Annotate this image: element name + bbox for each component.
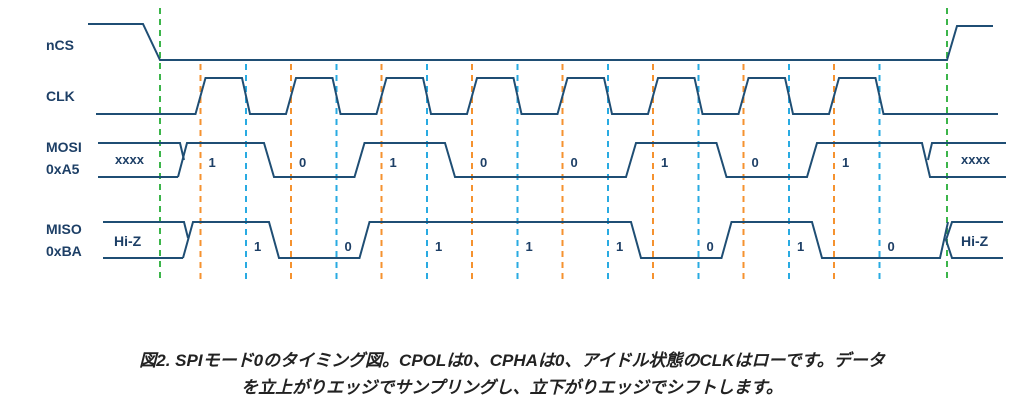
miso-value: 0xBA <box>46 243 82 259</box>
miso-bit-label: 0 <box>345 239 352 254</box>
caption-line-2: を立上がりエッジでサンプリングし、立下がりエッジでシフトします。 <box>241 378 783 397</box>
bit-labels: 1 0 1 0 0 1 0 1 1 0 1 1 1 0 1 0 <box>209 155 895 254</box>
mosi-bit-label: 0 <box>480 155 487 170</box>
miso-hiz-left-upper <box>103 221 189 239</box>
mosi-bit-label: 0 <box>571 155 578 170</box>
mosi-idle-left: xxxx <box>115 152 145 167</box>
mosi-bit-label: 1 <box>661 155 668 170</box>
mosi-label: MOSI <box>46 139 82 155</box>
ncs-waveform <box>88 23 993 61</box>
edge-guide-lines <box>159 8 948 282</box>
miso-bit-label: 1 <box>526 239 533 254</box>
mosi-idle-right: xxxx <box>961 152 991 167</box>
miso-label: MISO <box>46 221 82 237</box>
caption-line-1: 図2. SPIモード0のタイミング図。CPOLは0、CPHAは0、アイドル状態の… <box>139 351 885 370</box>
miso-bit-label: 1 <box>254 239 261 254</box>
mosi-waveform <box>177 142 1006 178</box>
clk-waveform <box>96 77 998 115</box>
waveforms <box>88 23 1006 259</box>
miso-hiz-right <box>944 221 1003 259</box>
mosi-bit-label: 1 <box>390 155 397 170</box>
miso-waveform <box>182 221 949 259</box>
mosi-bit-label: 0 <box>299 155 306 170</box>
miso-bit-label: 1 <box>616 239 623 254</box>
clk-label: CLK <box>46 88 75 104</box>
miso-bit-label: 1 <box>435 239 442 254</box>
miso-bit-label: 0 <box>888 239 895 254</box>
mosi-idle-right-upper <box>927 142 1006 161</box>
mosi-value: 0xA5 <box>46 161 80 177</box>
miso-bit-label: 0 <box>707 239 714 254</box>
miso-bit-label: 1 <box>797 239 804 254</box>
mosi-bit-label: 1 <box>209 155 216 170</box>
mosi-idle-left-upper <box>98 142 185 161</box>
miso-idle-right: Hi-Z <box>961 233 989 249</box>
miso-idle-left: Hi-Z <box>114 233 142 249</box>
mosi-bit-label: 1 <box>842 155 849 170</box>
ncs-label: nCS <box>46 37 74 53</box>
mosi-bit-label: 0 <box>752 155 759 170</box>
